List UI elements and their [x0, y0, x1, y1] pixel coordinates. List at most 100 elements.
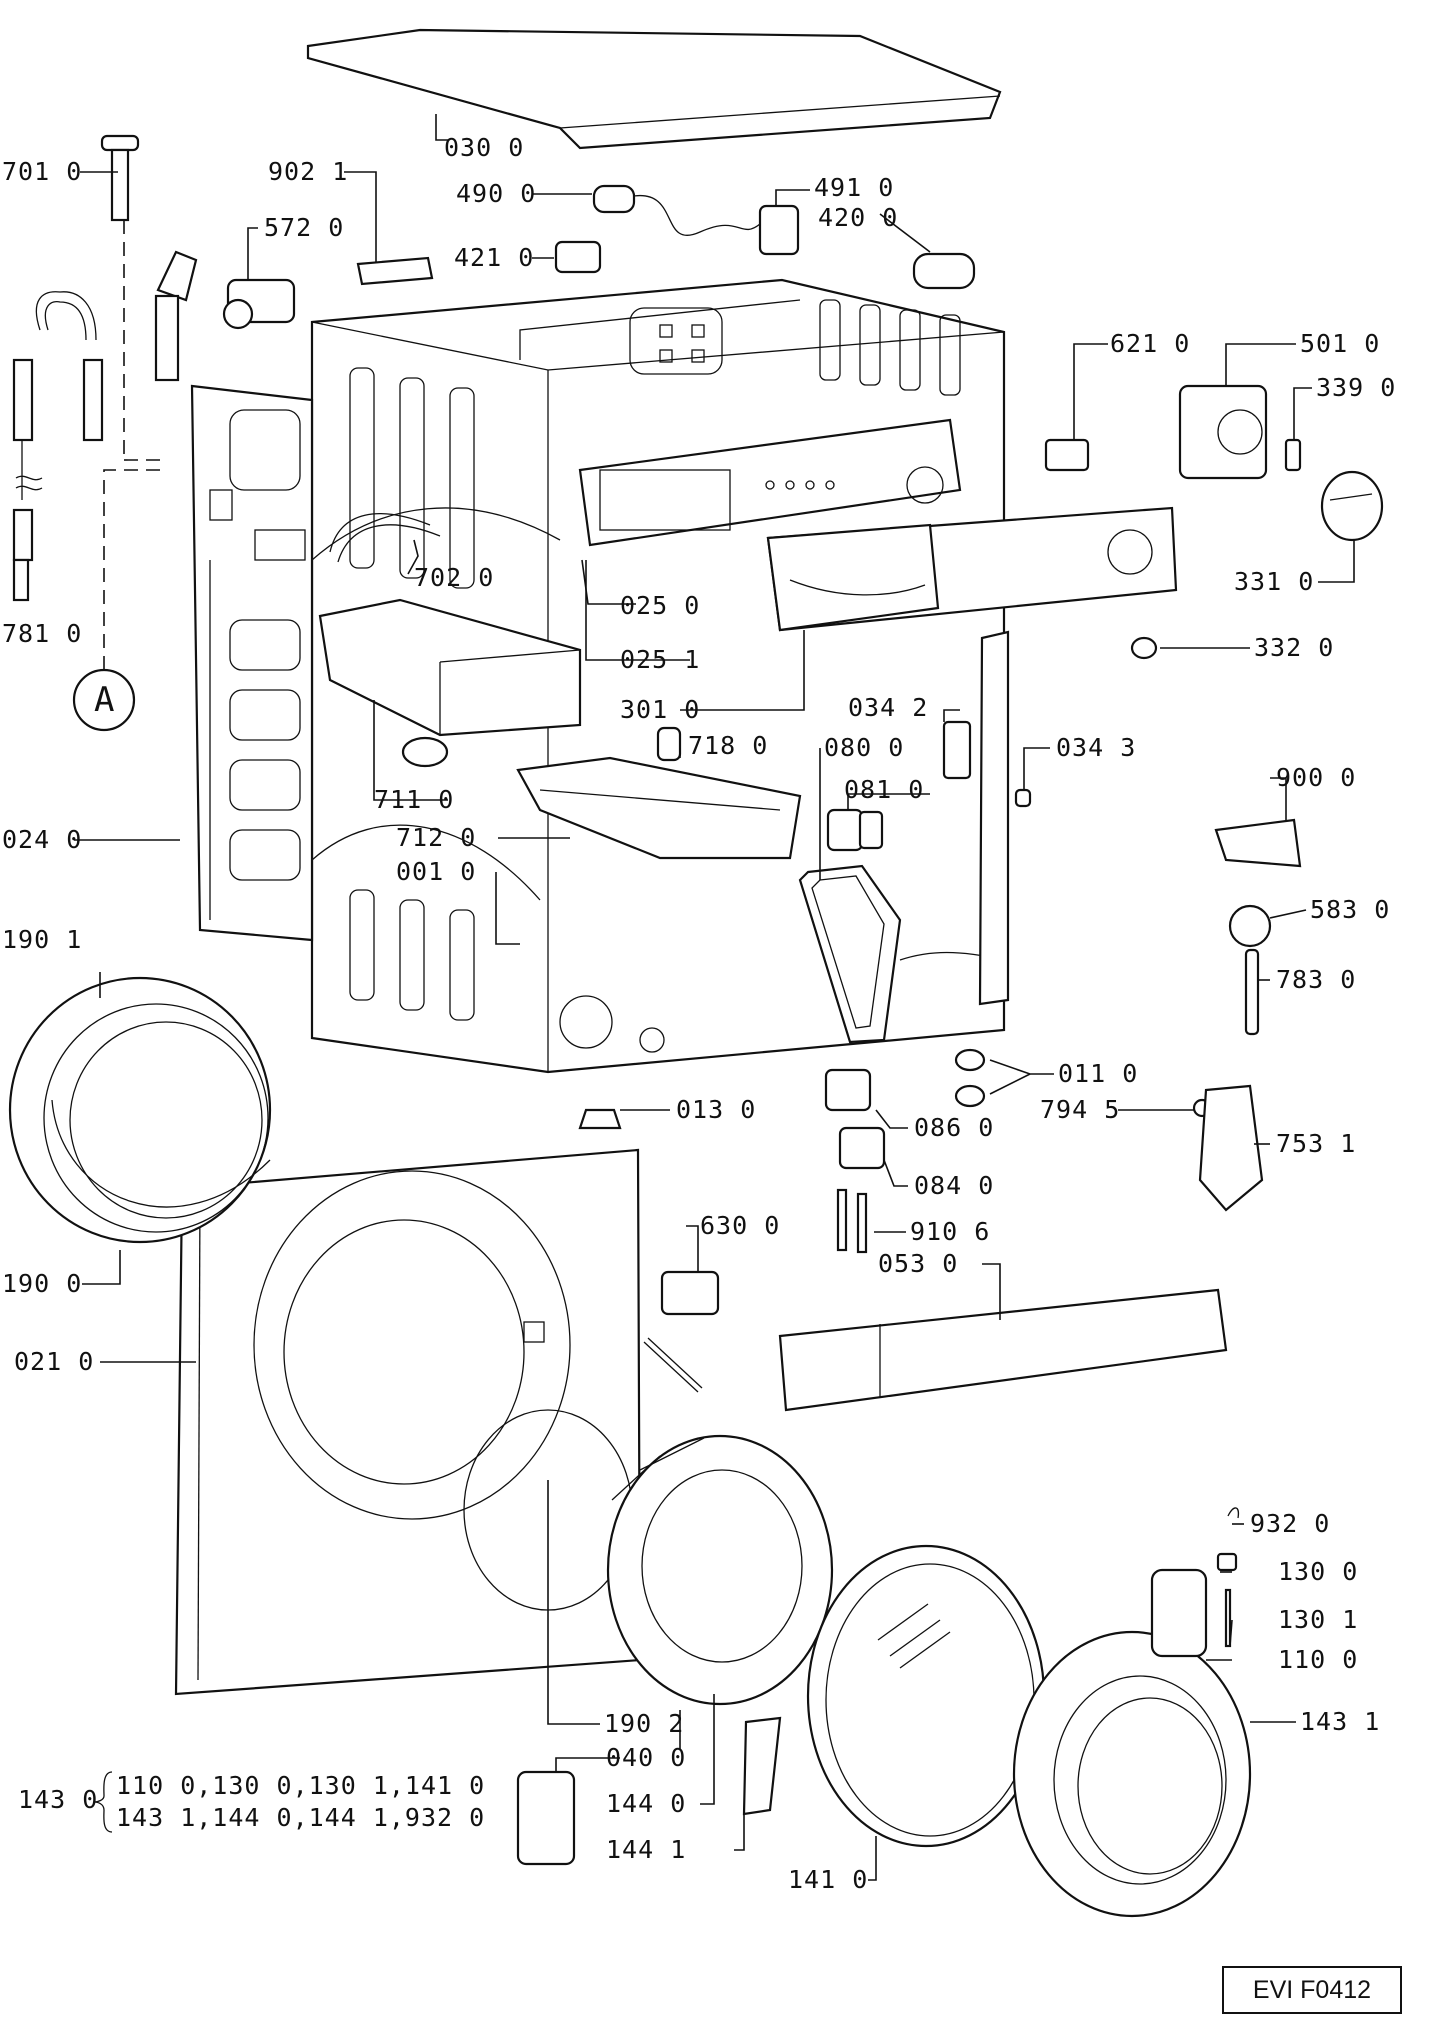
label-491-0: 491 0	[814, 173, 894, 202]
control-board	[578, 418, 962, 547]
label-421-0: 421 0	[454, 243, 534, 272]
label-130-1: 130 1	[1278, 1605, 1358, 1634]
label-030-0: 030 0	[444, 133, 524, 162]
label-013-0: 013 0	[676, 1095, 756, 1124]
dispenser-drawer	[516, 756, 802, 860]
leader-lines	[74, 114, 1355, 1881]
label-040-0: 040 0	[606, 1743, 686, 1772]
bracket-084	[838, 1126, 886, 1170]
callout-labels: 030 0 701 0 902 1 490 0 491 0 420 0 572 …	[2, 133, 1396, 1894]
label-144-0: 144 0	[606, 1789, 686, 1818]
lamp-081	[826, 808, 884, 852]
pin-339	[1284, 438, 1302, 472]
fascia-panel	[766, 506, 1178, 632]
door-outer-ring-1431	[1012, 1630, 1252, 1918]
hinge-shims-144	[742, 1716, 782, 1816]
capacitor-420	[912, 252, 976, 290]
front-panel	[174, 1148, 642, 1696]
label-572-0: 572 0	[264, 213, 344, 242]
door-inner-frame-1902	[606, 1434, 834, 1706]
hose-bracket-718	[656, 726, 682, 762]
label-794-5: 794 5	[1040, 1095, 1120, 1124]
label-021-0: 021 0	[14, 1347, 94, 1376]
connector-421	[554, 240, 602, 274]
hinge-040	[516, 1770, 576, 1866]
label-781-0: 781 0	[2, 619, 82, 648]
label-011-0: 011 0	[1058, 1059, 1138, 1088]
drain-hose-elbow	[154, 250, 198, 382]
foot-013	[578, 1108, 622, 1130]
rear-panel	[190, 384, 314, 942]
kickplate-053	[778, 1288, 1228, 1412]
door-lock-630	[660, 1270, 720, 1316]
guide-bracket	[978, 630, 1010, 1006]
label-034-3: 034 3	[1056, 733, 1136, 762]
kit-legend: 143 0 110 0,130 0,130 1,141 0 143 1,144 …	[18, 1771, 485, 1833]
suppressor-490	[592, 184, 761, 236]
label-621-0: 621 0	[1110, 329, 1190, 358]
relay-491	[758, 204, 800, 256]
label-084-0: 084 0	[914, 1171, 994, 1200]
label-339-0: 339 0	[1316, 373, 1396, 402]
label-025-0: 025 0	[620, 591, 700, 620]
label-110-0: 110 0	[1278, 1645, 1358, 1674]
door-hinge-spring	[643, 1337, 703, 1393]
hose-clamp-702	[329, 513, 441, 563]
terminal-621	[1044, 438, 1090, 472]
label-753-1: 753 1	[1276, 1129, 1356, 1158]
door-glass-1410	[806, 1544, 1046, 1848]
label-143-1: 143 1	[1300, 1707, 1380, 1736]
label-490-0: 490 0	[456, 179, 536, 208]
label-081-0: 081 0	[844, 775, 924, 804]
label-086-0: 086 0	[914, 1113, 994, 1142]
label-053-0: 053 0	[878, 1249, 958, 1278]
reference-code-box: EVI F0412	[1222, 1966, 1402, 2014]
label-130-0: 130 0	[1278, 1557, 1358, 1586]
label-583-0: 583 0	[1310, 895, 1390, 924]
water-inlet-hose	[12, 291, 104, 602]
label-711-0: 711 0	[374, 785, 454, 814]
label-701-0: 701 0	[2, 157, 82, 186]
door-gasket-seal	[8, 976, 272, 1244]
knob-332	[1130, 636, 1158, 660]
label-190-2: 190 2	[604, 1709, 684, 1738]
label-034-2: 034 2	[848, 693, 928, 722]
label-332-0: 332 0	[1254, 633, 1334, 662]
kit-line-1: 110 0,130 0,130 1,141 0	[116, 1771, 485, 1800]
label-712-0: 712 0	[396, 823, 476, 852]
label-001-0: 001 0	[396, 857, 476, 886]
label-900-0: 900 0	[1276, 763, 1356, 792]
label-190-0: 190 0	[2, 1269, 82, 1298]
top-lid	[306, 28, 1002, 150]
label-141-0: 141 0	[788, 1865, 868, 1894]
grommet-0343	[1014, 788, 1032, 808]
rod-783	[1244, 948, 1260, 1036]
marker-a-label: A	[94, 680, 115, 720]
label-630-0: 630 0	[700, 1211, 780, 1240]
foot-011	[954, 1048, 986, 1108]
reference-marker-a: A	[72, 469, 160, 732]
label-331-0: 331 0	[1234, 567, 1314, 596]
label-024-0: 024 0	[2, 825, 82, 854]
support-900	[1214, 818, 1302, 868]
label-301-0: 301 0	[620, 695, 700, 724]
pump-7531	[1198, 1084, 1264, 1212]
detergent-dispenser	[318, 598, 582, 768]
label-420-0: 420 0	[818, 203, 898, 232]
label-144-1: 144 1	[606, 1835, 686, 1864]
inlet-valve	[222, 278, 296, 330]
kit-id: 143 0	[18, 1785, 98, 1814]
label-702-0: 702 0	[414, 563, 494, 592]
label-025-1: 025 1	[620, 645, 700, 674]
terminal-block-902	[356, 256, 434, 286]
pressure-switch-583	[1228, 904, 1272, 948]
label-718-0: 718 0	[688, 731, 768, 760]
label-902-1: 902 1	[268, 157, 348, 186]
drain-hose-hook	[100, 134, 160, 461]
timer-501	[1178, 384, 1268, 480]
door-handle-parts	[1150, 1507, 1240, 1658]
kit-line-2: 143 1,144 0,144 1,932 0	[116, 1803, 485, 1832]
door-gasket-loop	[798, 864, 902, 1044]
screws-9106	[836, 1188, 868, 1254]
